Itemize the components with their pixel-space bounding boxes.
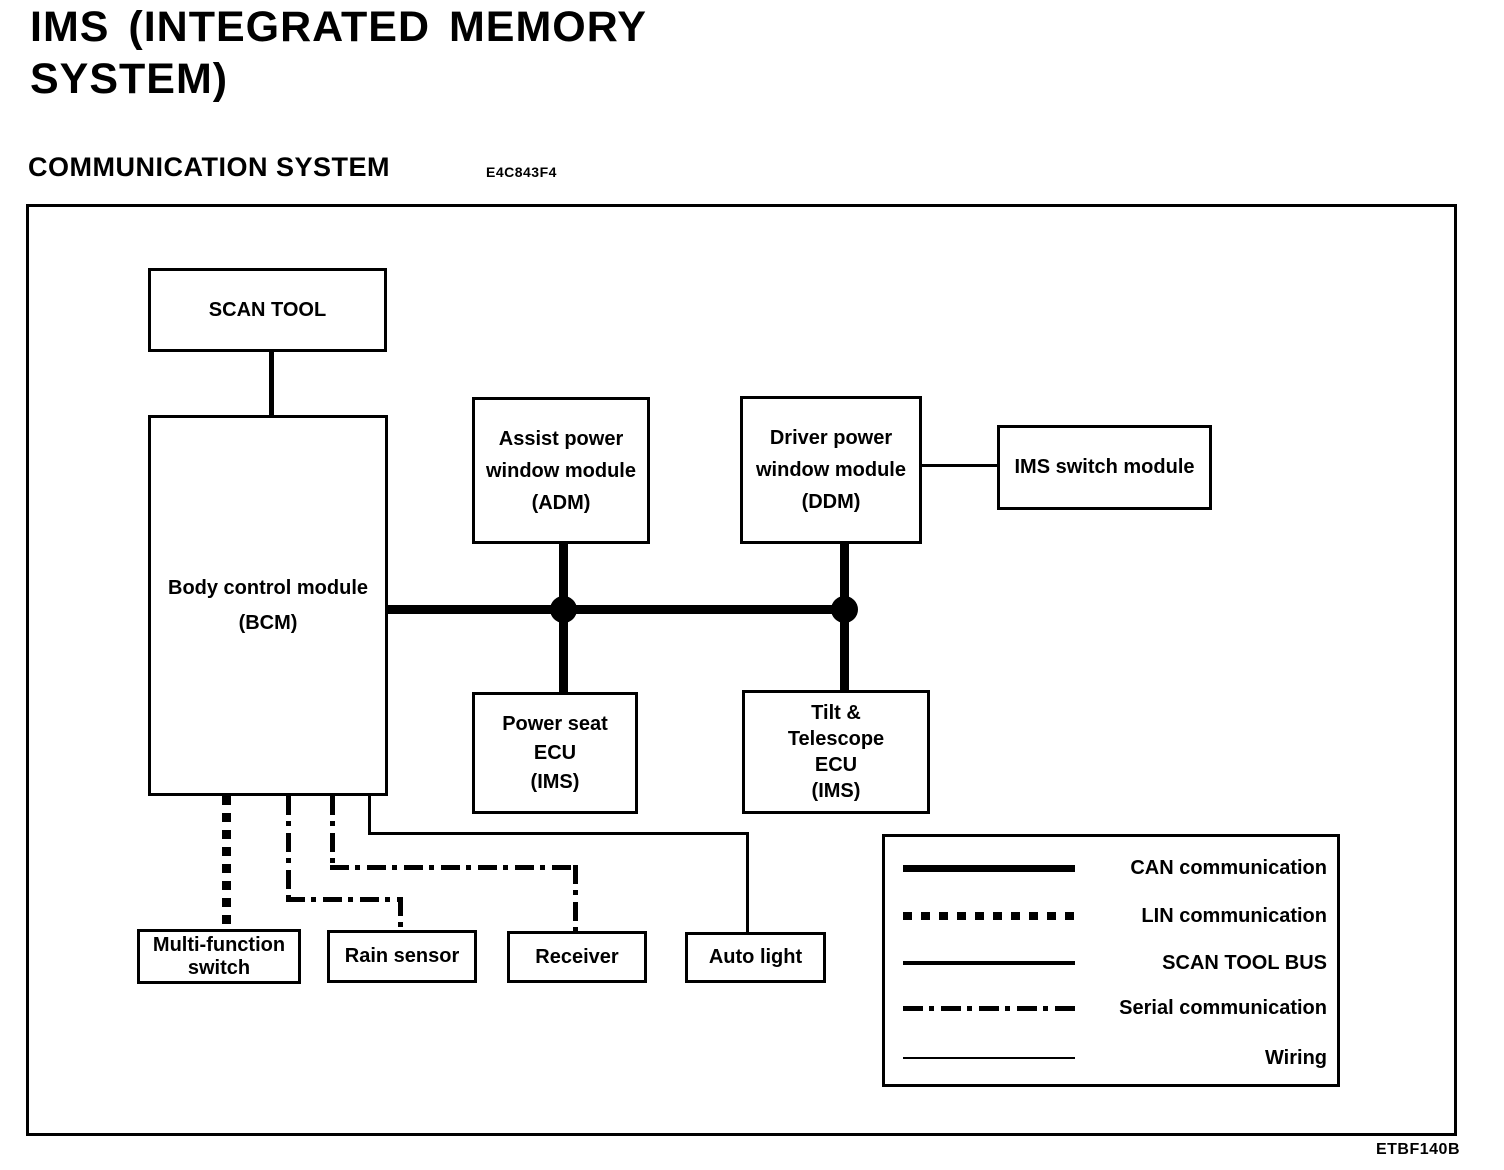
node-adm-label: Assist power window module (ADM) [486, 427, 636, 514]
node-ddm-label: Driver power window module (DDM) [756, 427, 906, 513]
scan-tool-bus-line-sample [903, 961, 1075, 965]
node-body-control-module: Body control module (BCM) [148, 415, 388, 796]
connector-serial-rain-h [286, 897, 403, 902]
legend-row-can: CAN communication [885, 855, 1337, 881]
node-multi-function-switch-label: Multi-function switch [152, 933, 286, 979]
node-power-seat-label: Power seat ECU (IMS) [502, 712, 608, 793]
node-receiver-label: Receiver [535, 945, 619, 968]
connector-serial-receiver-v2 [573, 865, 578, 931]
legend-label-serial: Serial communication [1119, 996, 1327, 1019]
can-junction-dot-left [550, 596, 577, 623]
legend-label-lin: LIN communication [1141, 904, 1327, 927]
node-ims-switch-module: IMS switch module [997, 425, 1212, 510]
legend-label-wiring: Wiring [1264, 1046, 1327, 1069]
figure-code: ETBF140B [1375, 1141, 1460, 1158]
can-line-sample [903, 864, 1075, 872]
serial-line-sample [903, 1005, 1075, 1011]
node-multi-function-switch: Multi-function switch [137, 929, 301, 984]
connector-serial-rain-v1 [286, 796, 291, 902]
node-bcm-label: Body control module (BCM) [168, 576, 368, 634]
connector-wiring-autolight-v2 [746, 832, 749, 934]
node-rain-sensor-label: Rain sensor [344, 945, 460, 967]
legend-label-scan-tool-bus: SCAN TOOL BUS [1162, 951, 1327, 974]
node-ims-switch-label: IMS switch module [1014, 456, 1195, 478]
section-heading: COMMUNICATION SYSTEM [28, 152, 390, 182]
legend-box: CAN communication LIN communication SCAN… [882, 834, 1340, 1087]
connector-wiring-ddm-ims-switch [920, 464, 999, 467]
lin-line-sample [903, 912, 1075, 920]
legend-row-scan-tool-bus: SCAN TOOL BUS [885, 950, 1337, 976]
legend-row-lin: LIN communication [885, 903, 1337, 929]
node-power-seat-ecu: Power seat ECU (IMS) [472, 692, 638, 814]
node-driver-power-window-module: Driver power window module (DDM) [740, 396, 922, 544]
connector-can-bus-horizontal [387, 605, 845, 614]
legend-row-wiring: Wiring [885, 1045, 1337, 1071]
node-tilt-telescope-label: Tilt & Telescope ECU (IMS) [787, 702, 885, 802]
connector-serial-rain-v2 [398, 897, 403, 930]
node-receiver: Receiver [507, 931, 647, 983]
node-assist-power-window-module: Assist power window module (ADM) [472, 397, 650, 544]
connector-lin-bcm-multifunction [222, 796, 231, 929]
connector-serial-receiver-v1 [330, 796, 335, 870]
connector-scan-tool-bus [269, 350, 274, 417]
section-code: E4C843F4 [486, 164, 557, 180]
node-auto-light: Auto light [685, 932, 826, 983]
connector-wiring-autolight-v1 [368, 796, 371, 835]
page-title: IMS (INTEGRATED MEMORY SYSTEM) [30, 3, 647, 103]
node-scan-tool-label: SCAN TOOL [208, 298, 327, 321]
legend-label-can: CAN communication [1130, 856, 1327, 879]
node-scan-tool: SCAN TOOL [148, 268, 387, 352]
connector-wiring-autolight-h [368, 832, 749, 835]
legend-row-serial: Serial communication [885, 995, 1337, 1021]
can-junction-dot-right [831, 596, 858, 623]
node-rain-sensor: Rain sensor [327, 930, 477, 983]
connector-serial-receiver-h [330, 865, 578, 870]
node-auto-light-label: Auto light [708, 946, 803, 968]
wiring-line-sample [903, 1057, 1075, 1059]
node-tilt-telescope-ecu: Tilt & Telescope ECU (IMS) [742, 690, 930, 814]
